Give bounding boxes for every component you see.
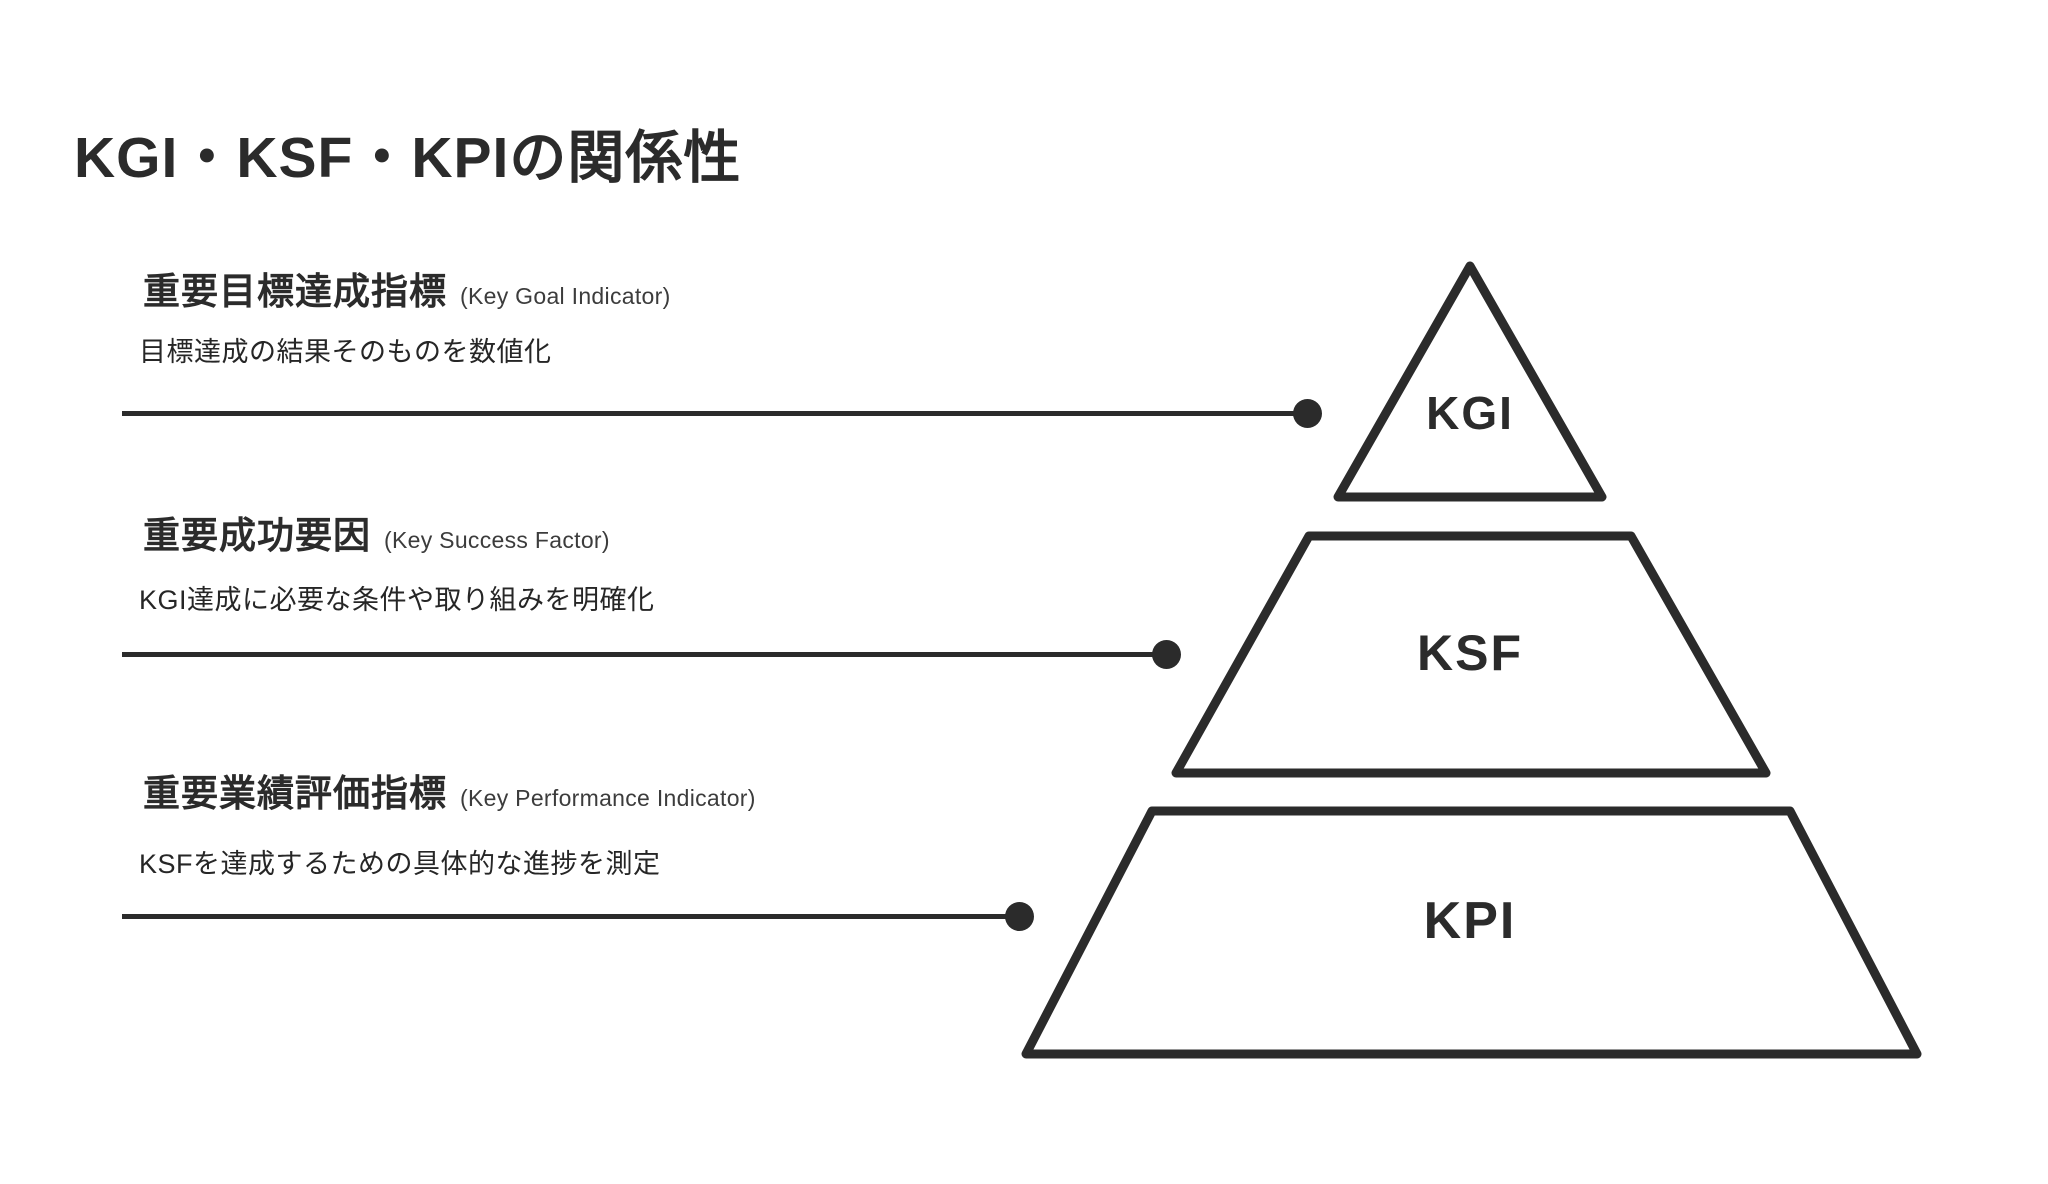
kpi-leader-dot (1005, 902, 1034, 931)
section-kpi-heading-en: (Key Performance Indicator) (460, 785, 756, 811)
section-ksf-description: KGI達成に必要な条件や取り組みを明確化 (139, 585, 655, 615)
ksf-leader-line (122, 652, 1166, 657)
kgi-leader-line (122, 411, 1307, 416)
pyramid-label-kpi: KPI (1424, 892, 1517, 950)
section-kgi-description: 目標達成の結果そのものを数値化 (139, 337, 552, 367)
section-ksf-heading-jp: 重要成功要因 (143, 515, 371, 556)
section-kpi-heading: 重要業績評価指標 (Key Performance Indicator) (143, 763, 756, 817)
section-ksf-heading-en: (Key Success Factor) (384, 527, 610, 553)
section-kgi-heading-jp: 重要目標達成指標 (143, 271, 447, 312)
pyramid-label-ksf: KSF (1417, 625, 1523, 681)
page-title: KGI・KSF・KPIの関係性 (74, 126, 742, 191)
pyramid-level-ksf-shape (1171, 531, 1771, 778)
section-kpi-description: KSFを達成するための具体的な進捗を測定 (139, 849, 661, 879)
ksf-leader-dot (1152, 640, 1181, 669)
pyramid-level-kpi-shape (1021, 806, 1922, 1059)
kgi-leader-dot (1293, 399, 1322, 428)
section-ksf-heading: 重要成功要因 (Key Success Factor) (143, 505, 610, 559)
section-kgi-heading-en: (Key Goal Indicator) (460, 283, 671, 309)
kpi-leader-line (122, 914, 1019, 919)
pyramid-level-kgi-shape (1333, 261, 1607, 502)
section-kpi-heading-jp: 重要業績評価指標 (143, 773, 447, 814)
section-kgi-heading: 重要目標達成指標 (Key Goal Indicator) (143, 261, 671, 315)
pyramid-label-kgi: KGI (1426, 387, 1514, 439)
